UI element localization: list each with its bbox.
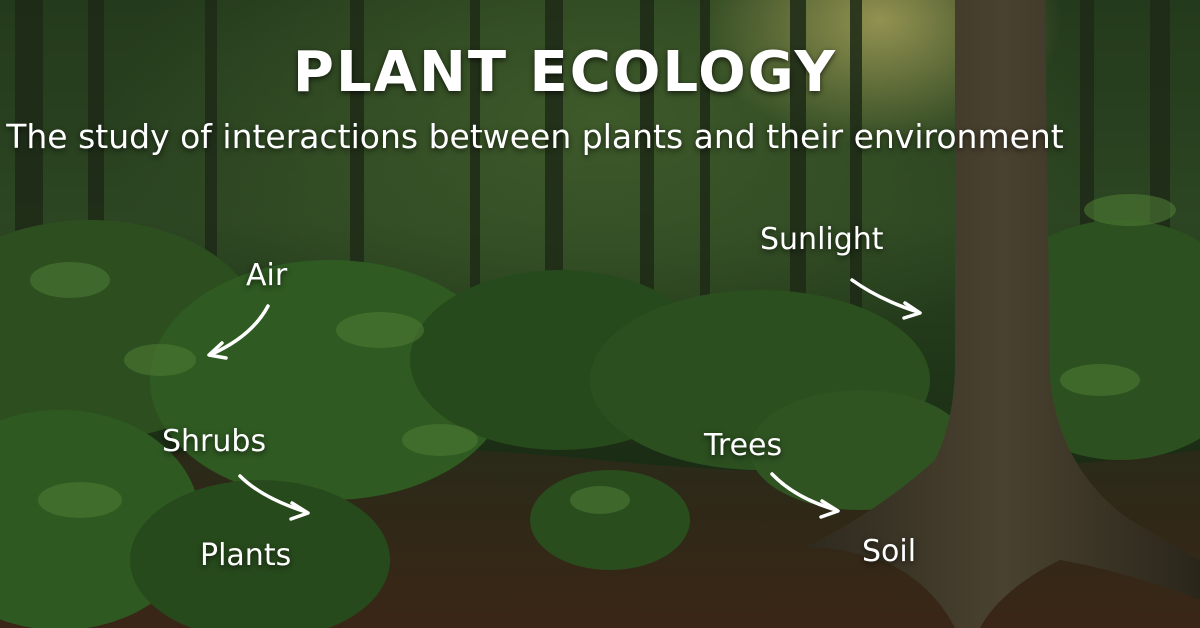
leaf-highlights	[30, 194, 1176, 518]
arrow-icon	[770, 472, 840, 519]
arrow-icon	[238, 474, 310, 521]
label-soil: Soil	[862, 534, 917, 569]
arrow-icon	[207, 304, 270, 360]
page-title: PLANT ECOLOGY	[292, 40, 838, 105]
label-sunlight: Sunlight	[760, 222, 884, 257]
arrow-icon	[850, 278, 922, 320]
label-air: Air	[246, 258, 288, 293]
label-trees: Trees	[704, 428, 783, 463]
main-tree-trunk	[805, 0, 1200, 628]
label-plants: Plants	[200, 538, 292, 573]
undergrowth	[0, 220, 1200, 628]
label-shrubs: Shrubs	[162, 424, 267, 459]
page-subtitle: The study of interactions between plants…	[6, 117, 1064, 156]
